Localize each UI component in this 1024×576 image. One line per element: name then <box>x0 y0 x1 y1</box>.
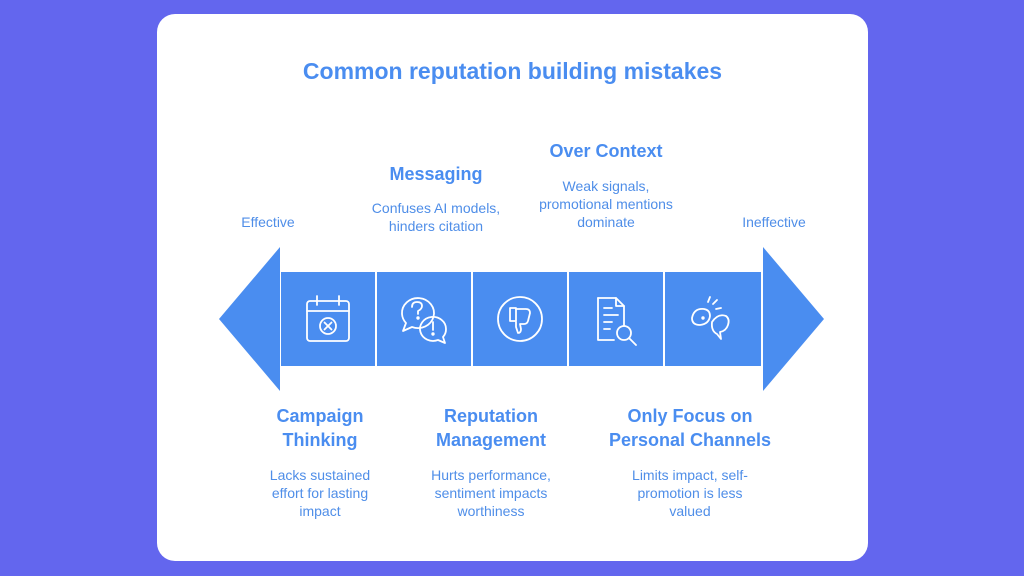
over-context-heading: Over Context <box>549 141 663 161</box>
diagram-title: Common reputation building mistakes <box>302 58 723 84</box>
campaign-thinking-description: Lacks sustained effort for lasting impac… <box>269 467 371 519</box>
personal-channels-heading: Only Focus on Personal Channels <box>608 406 772 450</box>
thumbs-down-icon <box>497 296 543 342</box>
question-chat-icon <box>401 297 447 344</box>
effective-label: Effective <box>241 214 295 230</box>
messaging-description: Confuses AI models, hinders citation <box>371 200 501 234</box>
segment-2 <box>377 272 471 366</box>
segment-4 <box>569 272 663 366</box>
ineffective-label: Ineffective <box>742 214 806 230</box>
segment-1 <box>281 272 375 366</box>
reputation-management-heading: Reputation Management <box>435 406 547 450</box>
campaign-thinking-heading: Campaign Thinking <box>276 406 364 450</box>
over-context-description: Weak signals, promotional mentions domin… <box>539 178 673 230</box>
megaphone-icon <box>691 296 730 340</box>
segment-3 <box>473 272 567 366</box>
personal-channels-description: Limits impact, self-promotion is less va… <box>632 467 748 519</box>
messaging-heading: Messaging <box>389 164 483 184</box>
segment-5 <box>665 272 761 366</box>
left-arrow-head <box>219 247 280 391</box>
calendar-x-icon <box>306 295 350 342</box>
document-search-icon <box>597 297 637 346</box>
right-arrow-head <box>763 247 824 391</box>
reputation-management-description: Hurts performance, sentiment impacts wor… <box>431 467 551 519</box>
